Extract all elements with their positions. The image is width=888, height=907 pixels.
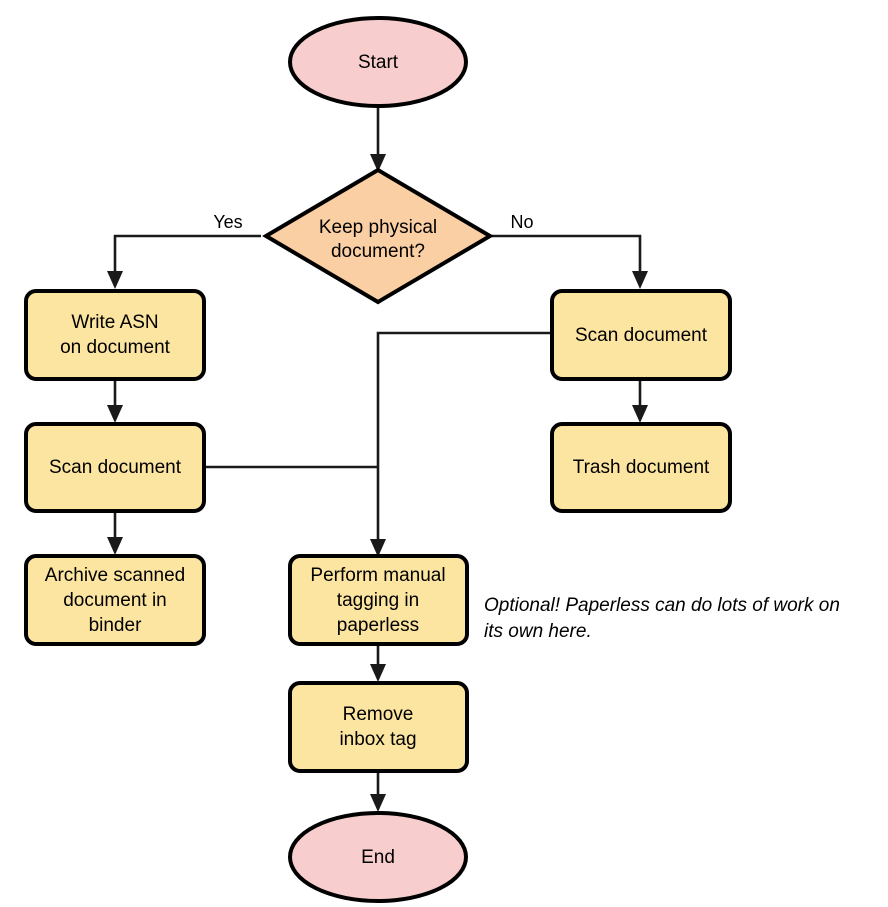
- decision-label-line1: Keep physical: [319, 217, 437, 238]
- scan-document-left-box[interactable]: [24, 422, 206, 513]
- edge-decision-yes: [107, 234, 261, 289]
- edge-scanright-to-tagging: [370, 331, 552, 557]
- tagging-label-line2: tagging in: [337, 590, 419, 611]
- node-scan-document-right[interactable]: Scan document: [550, 289, 732, 381]
- arrowhead-icon: [107, 537, 123, 555]
- tagging-box[interactable]: [288, 554, 469, 646]
- archive-label-line2: document in: [63, 590, 167, 611]
- edge-start-to-decision: [370, 103, 386, 172]
- trash-document-box[interactable]: [550, 422, 732, 513]
- write-asn-label-line2: on document: [60, 337, 171, 358]
- remove-inbox-box[interactable]: [288, 681, 469, 773]
- edge-label-no: No: [510, 212, 533, 232]
- arrowhead-icon: [370, 794, 386, 812]
- edge-line: [376, 331, 552, 547]
- arrowhead-icon: [632, 271, 648, 289]
- annotation-line1: Optional! Paperless can do lots of work …: [484, 595, 840, 616]
- edge-tagging-to-removeinbox: [370, 643, 386, 682]
- arrowhead-icon: [107, 271, 123, 289]
- edge-line: [492, 234, 642, 279]
- node-archive-scanned-document[interactable]: Archive scanned document in binder: [24, 554, 206, 646]
- node-scan-document-left[interactable]: Scan document: [24, 422, 206, 513]
- annotation-line2: its own here.: [484, 621, 592, 642]
- edge-scanleft-to-archive: [107, 510, 123, 555]
- edge-decision-no: [492, 234, 648, 289]
- write-asn-box[interactable]: [24, 289, 206, 381]
- remove-inbox-label-line2: inbox tag: [339, 729, 416, 750]
- tagging-label-line1: Perform manual: [310, 565, 445, 586]
- archive-label-line1: Archive scanned: [45, 565, 185, 586]
- node-end[interactable]: End: [288, 811, 468, 903]
- arrowhead-icon: [370, 664, 386, 682]
- arrowhead-icon: [370, 154, 386, 172]
- end-label: End: [361, 847, 395, 868]
- scan-document-right-label: Scan document: [575, 325, 708, 346]
- edge-removeinbox-to-end: [370, 770, 386, 812]
- node-remove-inbox-tag[interactable]: Remove inbox tag: [288, 681, 469, 773]
- remove-inbox-label-line1: Remove: [343, 704, 414, 725]
- edge-scanright-to-trash: [632, 377, 648, 423]
- arrowhead-icon: [107, 405, 123, 423]
- edge-line: [113, 234, 261, 279]
- archive-label-line3: binder: [89, 615, 142, 636]
- trash-document-label: Trash document: [573, 457, 710, 478]
- annotation-optional-note: Optional! Paperless can do lots of work …: [484, 595, 840, 642]
- scan-document-right-box[interactable]: [550, 289, 732, 381]
- start-label: Start: [358, 52, 399, 73]
- node-decision-keep-physical-document[interactable]: Keep physical document?: [262, 167, 494, 305]
- write-asn-label-line1: Write ASN: [71, 312, 158, 333]
- decision-diamond[interactable]: [262, 167, 494, 305]
- archive-box[interactable]: [24, 554, 206, 646]
- end-ellipse[interactable]: [288, 811, 468, 903]
- scan-document-left-label: Scan document: [49, 457, 182, 478]
- decision-label-line2: document?: [331, 241, 425, 262]
- tagging-label-line3: paperless: [337, 615, 419, 636]
- node-start[interactable]: Start: [288, 16, 468, 108]
- start-ellipse[interactable]: [288, 16, 468, 108]
- node-perform-manual-tagging[interactable]: Perform manual tagging in paperless: [288, 554, 469, 646]
- edge-label-yes: Yes: [213, 212, 242, 232]
- edge-writeasn-to-scanleft: [107, 377, 123, 423]
- node-trash-document[interactable]: Trash document: [550, 422, 732, 513]
- node-write-asn-on-document[interactable]: Write ASN on document: [24, 289, 206, 381]
- arrowhead-icon: [632, 405, 648, 423]
- arrowhead-icon: [370, 539, 386, 557]
